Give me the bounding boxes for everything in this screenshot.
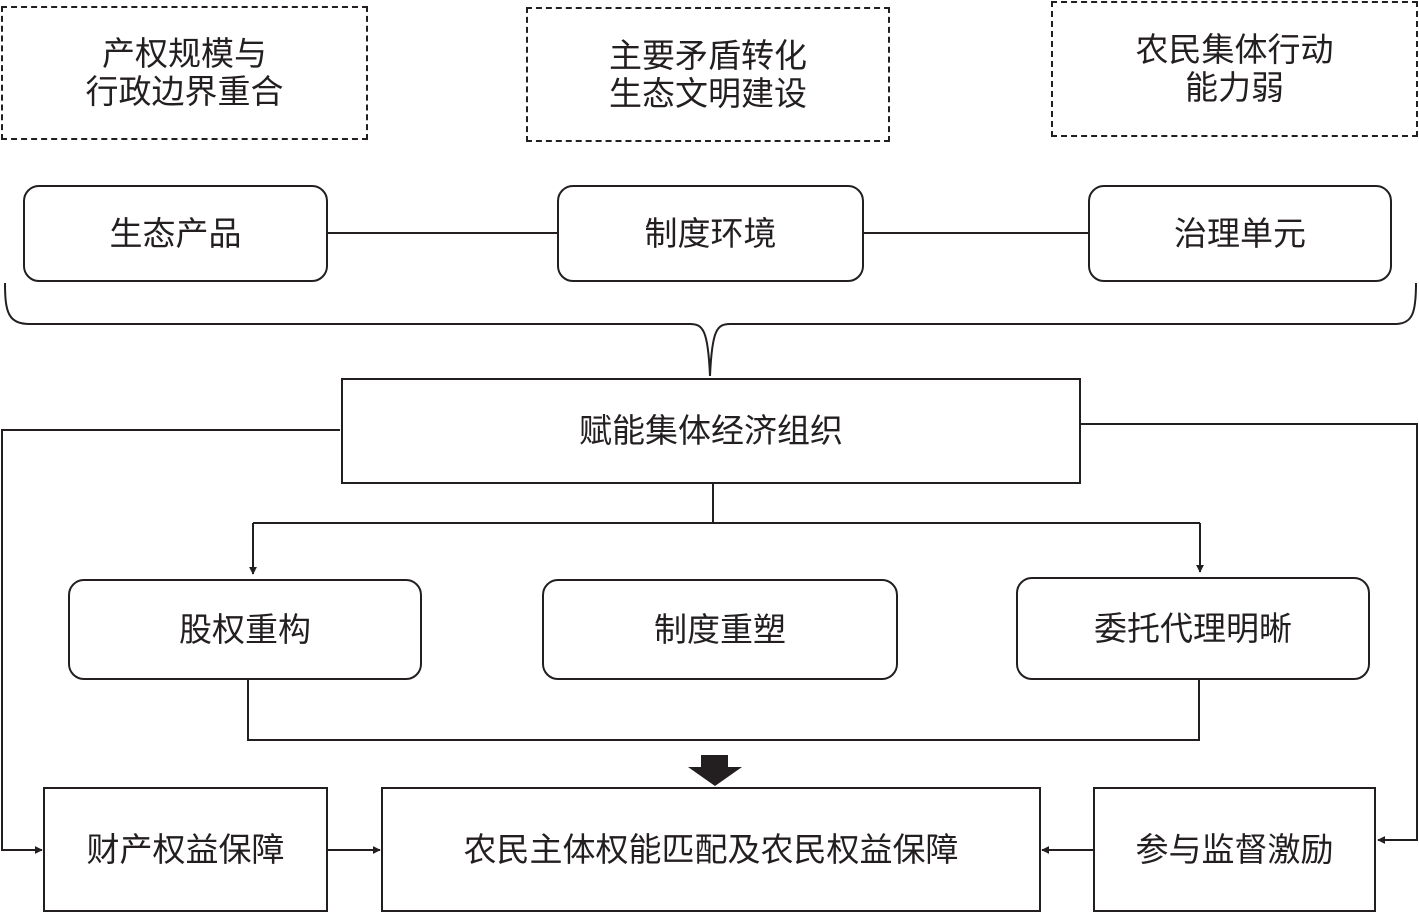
outcome-box-property-rights: 财产权益保障	[43, 787, 328, 912]
context-1-line1: 产权规模与	[102, 34, 267, 73]
measure-label: 股权重构	[179, 609, 311, 649]
measure-box-institution: 制度重塑	[542, 579, 898, 680]
context-2-line1: 主要矛盾转化	[609, 35, 807, 75]
dimension-label: 生态产品	[109, 213, 242, 253]
dimension-label: 治理单元	[1174, 213, 1306, 253]
core-box: 赋能集体经济组织	[341, 378, 1081, 484]
dimension-box-institution: 制度环境	[557, 185, 864, 282]
context-box-collective-action: 农民集体行动 能力弱	[1051, 1, 1418, 137]
context-box-contradiction: 主要矛盾转化 生态文明建设	[526, 7, 890, 142]
dimension-label: 制度环境	[644, 213, 777, 253]
context-2-line2: 生态文明建设	[609, 73, 807, 113]
measure-box-equity: 股权重构	[68, 579, 422, 680]
left-loop-arrow	[1, 429, 340, 854]
context-1-line2: 行政边界重合	[85, 72, 284, 111]
core-label: 赋能集体经济组织	[579, 411, 843, 450]
measure-merge-line	[247, 680, 1200, 741]
outcome-box-farmer-rights: 农民主体权能匹配及农民权益保障	[381, 787, 1041, 912]
dimension-box-governance: 治理单元	[1088, 185, 1392, 282]
outcome-right-label: 参与监督激励	[1135, 829, 1334, 869]
right-loop-arrow	[1081, 423, 1418, 844]
outcome-center-label: 农民主体权能匹配及农民权益保障	[463, 829, 959, 869]
measure-label: 制度重塑	[654, 609, 786, 649]
measure-box-agency: 委托代理明晰	[1016, 577, 1370, 680]
outcome-left-label: 财产权益保障	[86, 829, 285, 869]
dimension-box-ecology: 生态产品	[23, 185, 328, 282]
context-3-line1: 农民集体行动	[1135, 30, 1334, 69]
grouping-brace	[4, 282, 1417, 377]
block-down-arrow	[688, 755, 742, 786]
context-box-property-scale: 产权规模与 行政边界重合	[1, 6, 368, 140]
outcome-box-supervision: 参与监督激励	[1093, 787, 1376, 912]
measure-label: 委托代理明晰	[1094, 608, 1292, 648]
context-3-line2: 能力弱	[1185, 68, 1284, 107]
